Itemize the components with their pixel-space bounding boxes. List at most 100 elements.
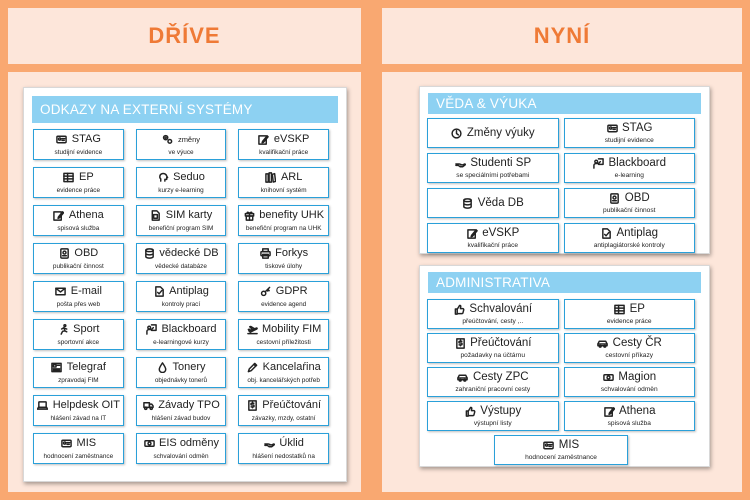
book-icon <box>609 192 621 204</box>
tile-header: Tonery <box>156 361 206 373</box>
pencil-icon <box>603 405 615 417</box>
tile-subtitle: cestovní příležitosti <box>256 339 311 346</box>
tile-label: Sport <box>73 323 100 335</box>
tile-label: SIM karty <box>165 209 213 221</box>
tile-subtitle: e-learningové kurzy <box>153 339 209 346</box>
plane-icon <box>246 323 258 335</box>
id-card-icon <box>606 122 618 134</box>
tile-subtitle: hlášení závad budov <box>151 415 211 422</box>
tile-header: Cesty ZPC <box>457 371 529 383</box>
teacher-icon <box>145 323 157 335</box>
tile-label: Cesty ČR <box>612 337 662 349</box>
tile-header: Telegraf <box>51 361 106 373</box>
sim-card-icon <box>150 209 162 221</box>
tile-subtitle: kvalifikační práce <box>259 149 309 156</box>
tile-label: GDPR <box>275 285 308 297</box>
now-heading: NYNÍ <box>533 23 591 48</box>
tile-subtitle: publikační činnost <box>52 263 104 270</box>
tile-header: eVSKP <box>258 133 309 145</box>
tile-subtitle: benefiční program na UHK <box>245 225 322 232</box>
tile-header: Blackboard <box>145 323 217 335</box>
news-icon <box>51 361 63 373</box>
before-heading: DŘÍVE <box>148 23 221 48</box>
tile-label: E-mail <box>70 285 102 297</box>
tile-blackboard[interactable]: Blackboard e-learningové kurzy <box>135 319 227 350</box>
database-icon <box>462 197 474 209</box>
doc-check-icon <box>153 285 165 297</box>
tile-subtitle: studijní evidence <box>54 149 103 156</box>
tile-v-da-db[interactable]: Věda DB <box>427 188 559 218</box>
envelope-icon <box>55 285 67 297</box>
tile-zm-ny-v-uky[interactable]: Změny výuky <box>427 118 559 148</box>
tile-header: Athena <box>53 209 104 221</box>
tile-label: Telegraf <box>66 361 106 373</box>
tile-label: Antiplag <box>169 285 209 297</box>
brain-icon <box>157 171 169 183</box>
tile-e-mail[interactable]: E-mail pošta přes web <box>33 281 124 312</box>
tile-label: Blackboard <box>608 157 667 169</box>
truck-icon <box>142 399 154 411</box>
tile-subtitle: hlášení závad na IT <box>50 415 107 422</box>
tile-subtitle: pošta přes web <box>56 301 100 308</box>
tile-label: Přeúčtování <box>470 337 532 349</box>
tile-label: eVSKP <box>482 227 520 239</box>
tile-label: Helpdesk OIT <box>52 399 120 411</box>
tile-header: změny <box>162 133 200 145</box>
tile-helpdesk-oit[interactable]: Helpdesk OIT hlášení závad na IT <box>33 395 124 426</box>
tile-label: STAG <box>71 133 101 145</box>
tile-header: Athena <box>603 405 655 417</box>
tile-header: MIS <box>543 439 579 451</box>
tile-stag[interactable]: STAG studijní evidence <box>33 129 124 160</box>
books-icon <box>265 171 277 183</box>
tile-label: vědecké DB <box>159 247 219 259</box>
drop-icon <box>156 361 168 373</box>
doc-check-icon <box>600 227 612 239</box>
tile-evskp[interactable]: eVSKP kvalifikační práce <box>238 129 329 160</box>
edit-icon <box>466 227 478 239</box>
tile-subtitle: přeúčtování, cesty ,.. <box>462 318 524 325</box>
tile-header: Cesty ČR <box>597 337 662 349</box>
tile-subtitle: antiplagiátorské kontroly <box>593 242 665 249</box>
hand-icon <box>263 437 275 449</box>
